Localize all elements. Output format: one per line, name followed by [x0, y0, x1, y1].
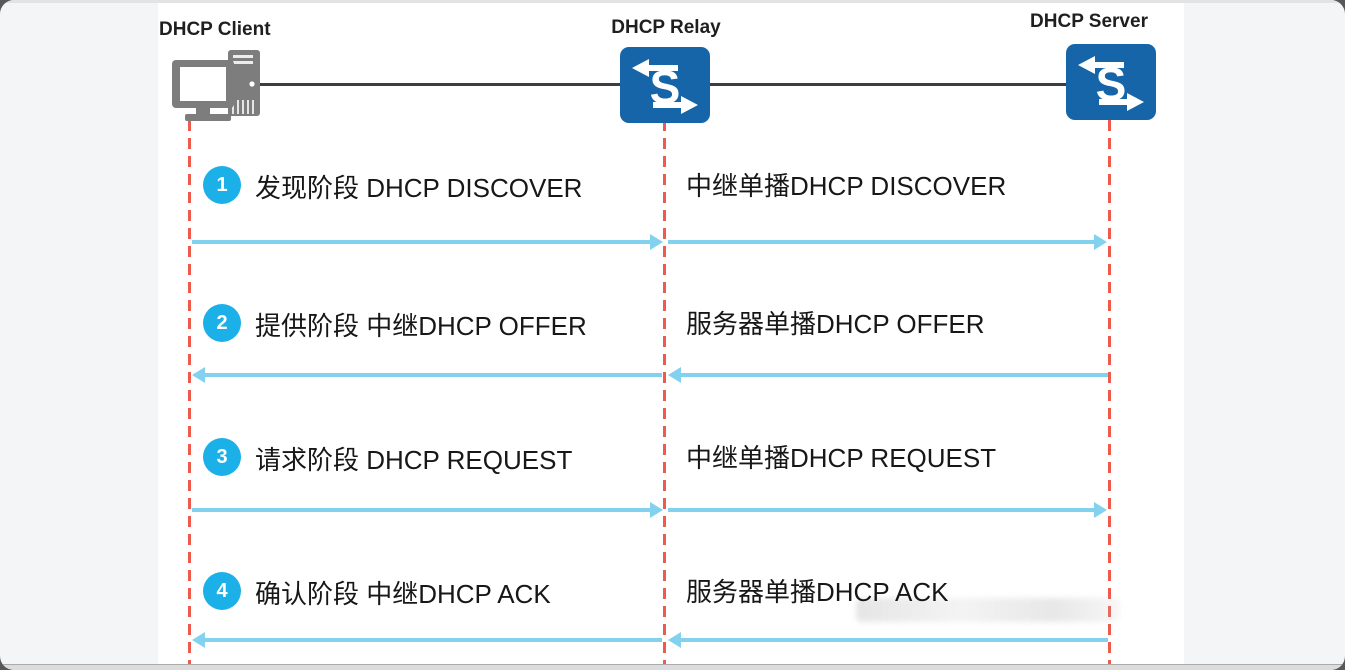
lifeline-relay: [663, 120, 666, 664]
lifeline-client: [188, 120, 191, 664]
step-right-label: 中继单播DHCP DISCOVER: [686, 171, 1007, 201]
lifeline-server: [1108, 120, 1111, 664]
server-switch-icon: S: [1066, 44, 1156, 125]
step-badge: 4: [203, 572, 241, 610]
message-arrow-relay-to-server: [668, 502, 1107, 518]
message-arrow-relay-to-client: [192, 367, 662, 383]
top-edge-line: [0, 0, 1345, 3]
message-arrow-client-to-relay: [192, 502, 663, 518]
step-badge: 1: [203, 166, 241, 204]
message-arrow-relay-to-client: [192, 632, 662, 648]
step-left-label: 发现阶段 DHCP DISCOVER: [255, 173, 583, 203]
step-right-label: 中继单播DHCP REQUEST: [686, 443, 997, 473]
step-right-label: 服务器单播DHCP ACK: [686, 577, 949, 607]
step-right-label: 服务器单播DHCP OFFER: [686, 309, 985, 339]
message-arrow-server-to-relay: [668, 367, 1108, 383]
desktop-computer-icon: [172, 50, 264, 127]
watermark-smudge: [856, 598, 1120, 622]
step-badge: 2: [203, 304, 241, 342]
actor-label-client: DHCP Client: [159, 19, 271, 40]
actor-label-server: DHCP Server: [1030, 11, 1148, 32]
message-arrow-client-to-relay: [192, 234, 663, 250]
message-arrow-relay-to-server: [668, 234, 1107, 250]
relay-switch-icon: S: [620, 47, 710, 128]
bottom-edge-line: [0, 664, 1345, 670]
step-badge: 3: [203, 438, 241, 476]
message-arrow-server-to-relay: [668, 632, 1108, 648]
step-left-label: 确认阶段 中继DHCP ACK: [255, 579, 551, 609]
actor-label-relay: DHCP Relay: [611, 17, 721, 38]
step-left-label: 提供阶段 中继DHCP OFFER: [255, 311, 587, 341]
step-left-label: 请求阶段 DHCP REQUEST: [255, 445, 573, 475]
